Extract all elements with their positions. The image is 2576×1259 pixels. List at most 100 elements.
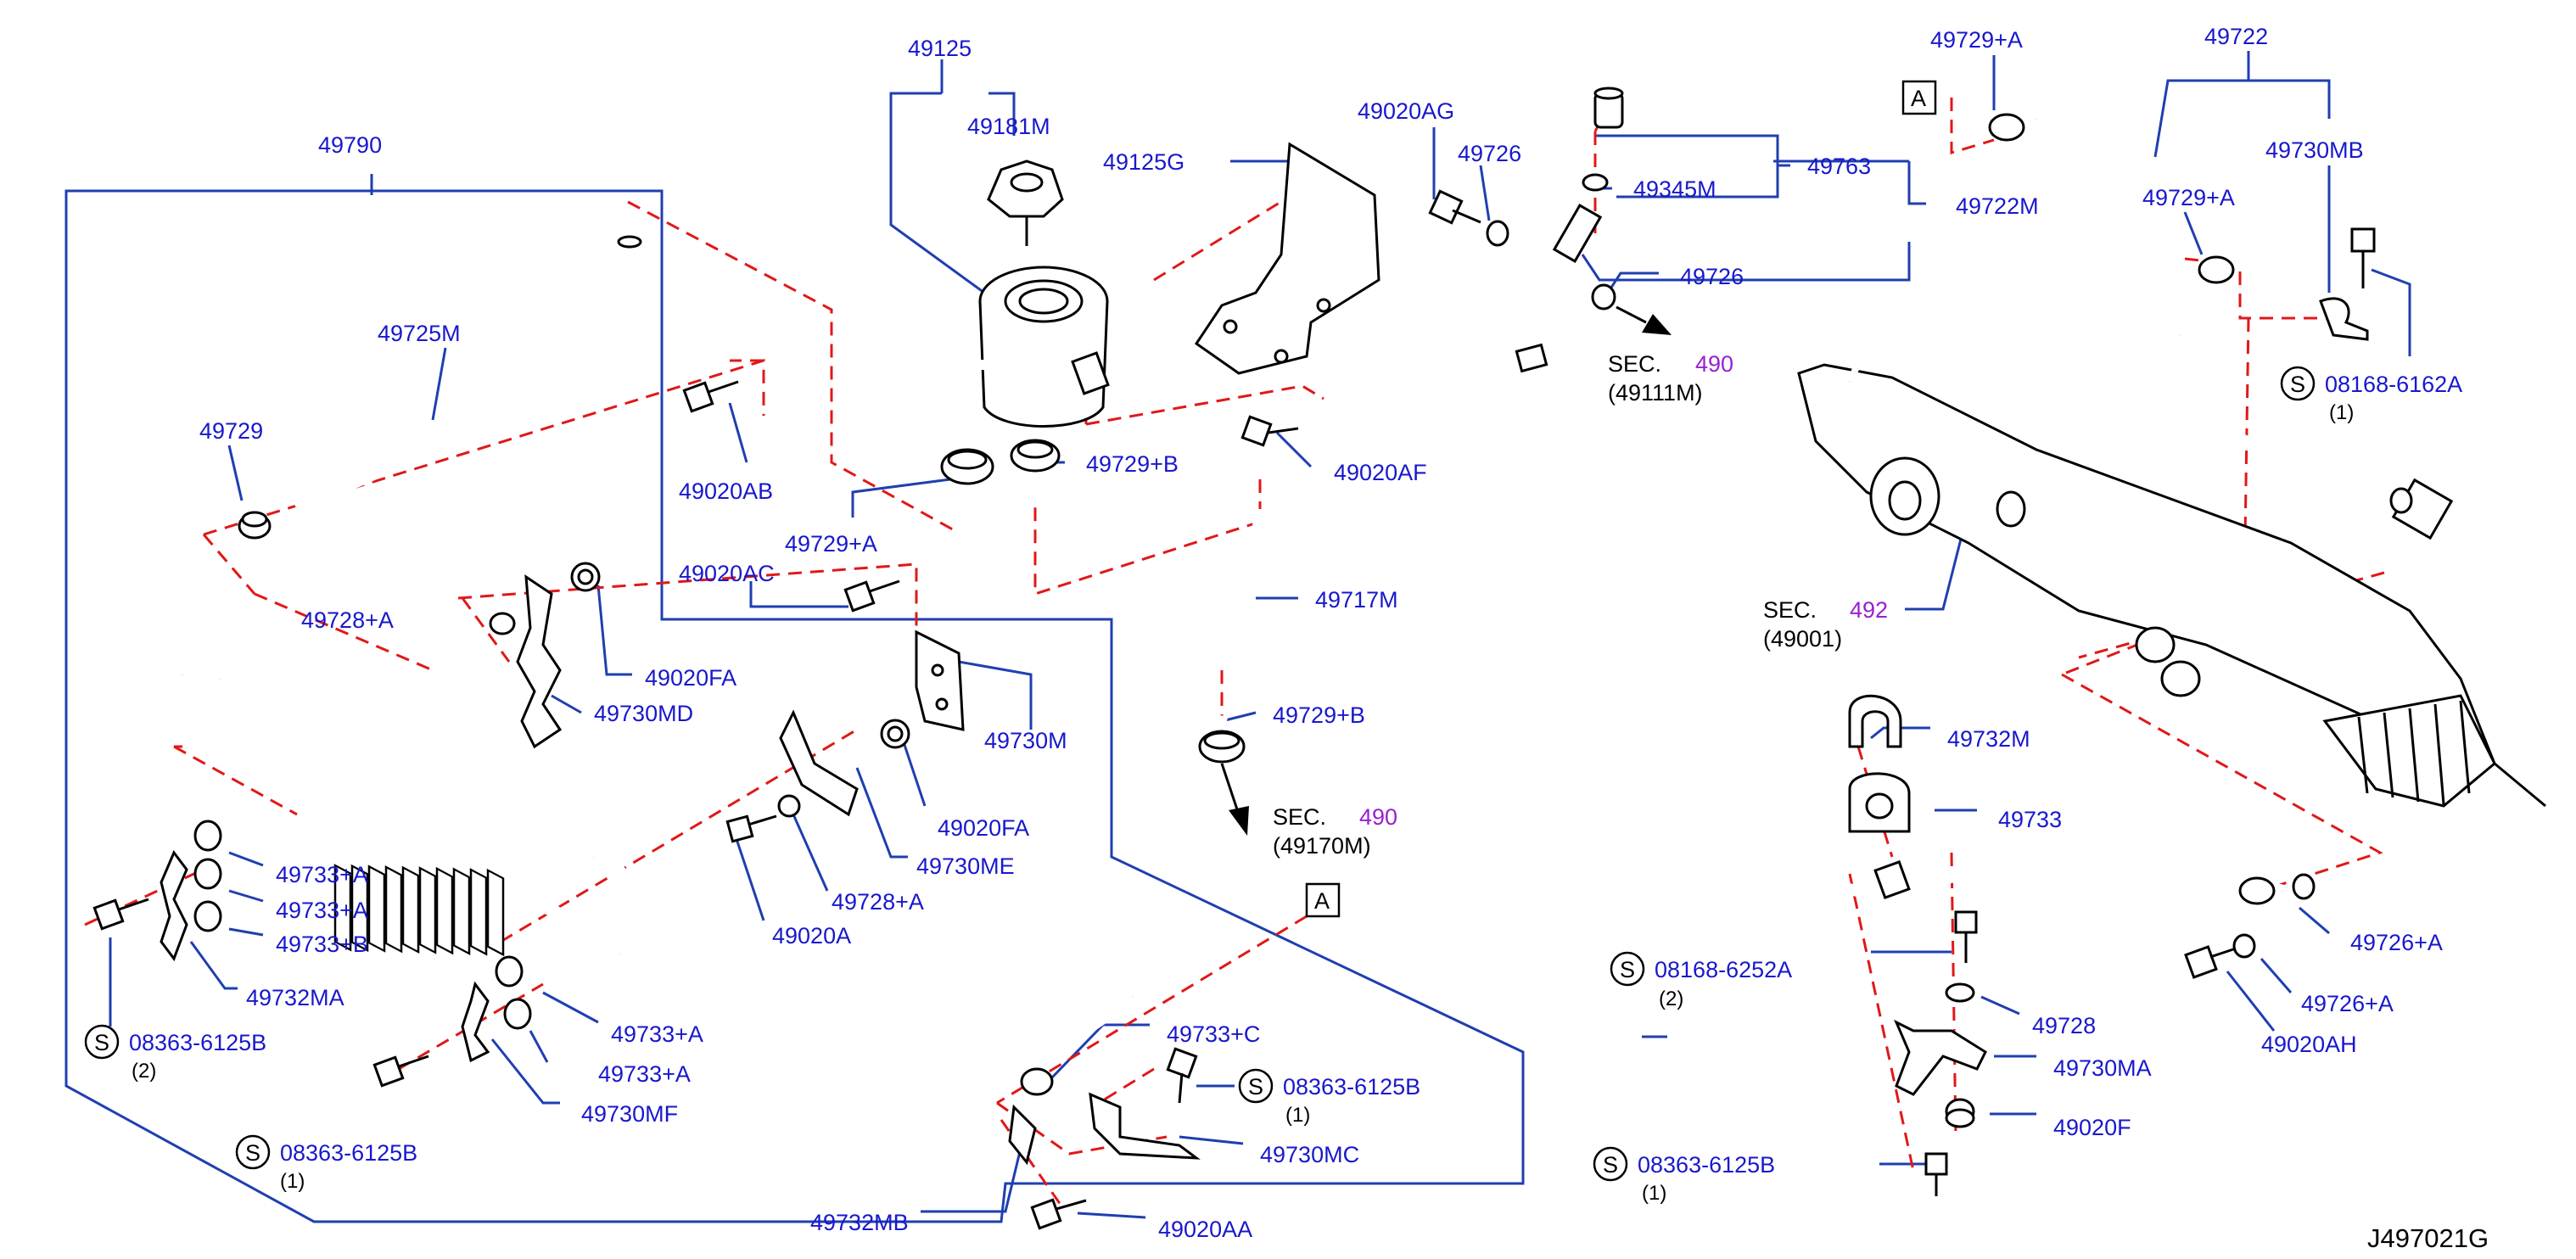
label-49125: 49125 [908, 36, 972, 61]
label-49020f: 49020F [2053, 1115, 2131, 1140]
label-49729a-right: 49729+A [2142, 185, 2235, 210]
label-49722: 49722 [2204, 24, 2268, 49]
svg-text:S: S [1620, 957, 1635, 982]
label-49020a: 49020A [772, 923, 851, 948]
label-49733b: 49733+B [276, 932, 368, 957]
label-49726a-2: 49726+A [2301, 991, 2394, 1016]
svg-text:S: S [1603, 1152, 1618, 1178]
label-49722m: 49722M [1956, 193, 2039, 219]
svg-text:490: 490 [1695, 351, 1733, 377]
leader-lines [64, 51, 2411, 1223]
label-49726-b: 49726 [1680, 264, 1744, 289]
label-49763: 49763 [1807, 154, 1871, 179]
ref-a-centre: A [1305, 882, 1341, 918]
section-references: SEC. 490 (49111M) SEC. 492 (49001) SEC. … [1273, 351, 1888, 859]
label-49733a-2: 49733+A [276, 898, 368, 923]
std-part-6: S 08363-6125B (1) [1593, 1146, 1775, 1205]
svg-text:A: A [1314, 888, 1330, 914]
label-49730m: 49730M [984, 728, 1067, 753]
svg-text:08168-6252A: 08168-6252A [1655, 957, 1792, 982]
parts-artwork [92, 76, 2546, 1230]
svg-text:(49001): (49001) [1763, 626, 1842, 652]
label-49730mc: 49730MC [1260, 1142, 1359, 1167]
svg-text:(1): (1) [280, 1170, 305, 1193]
label-49733a-4: 49733+A [598, 1061, 691, 1087]
label-49733: 49733 [1998, 807, 2062, 832]
diagram-code: J497021G [2367, 1223, 2489, 1253]
label-49730me: 49730ME [916, 853, 1015, 879]
svg-text:S: S [2290, 372, 2305, 397]
svg-text:08363-6125B: 08363-6125B [129, 1030, 266, 1055]
cooler-fins [333, 864, 505, 957]
label-49733a-1: 49733+A [276, 862, 368, 887]
section-ref-492: SEC. 492 (49001) [1763, 597, 1888, 652]
part-labels: 49125 49181M 49790 49125G 49020AG 49726 … [199, 24, 2443, 1242]
svg-text:A: A [1911, 86, 1926, 111]
label-49020fa-1: 49020FA [645, 665, 736, 691]
connection-refs: A A [1305, 80, 1937, 918]
std-part-4: S 08363-6125B (1) [235, 1134, 417, 1193]
svg-text:(2): (2) [132, 1060, 156, 1083]
svg-text:490: 490 [1359, 804, 1397, 830]
label-49020ab: 49020AB [679, 478, 773, 504]
label-49730ma: 49730MA [2053, 1055, 2152, 1081]
svg-text:(1): (1) [2329, 401, 2354, 424]
label-49125g: 49125G [1103, 149, 1184, 175]
label-49733c: 49733+C [1167, 1021, 1260, 1047]
std-part-3: S 08363-6125B (2) [84, 1024, 266, 1083]
label-49730mb: 49730MB [2265, 137, 2364, 163]
label-49729b-2: 49729+B [1273, 702, 1365, 728]
label-49728a-left: 49728+A [301, 607, 394, 633]
boot-ribs [2357, 700, 2471, 805]
svg-text:(49170M): (49170M) [1273, 833, 1371, 859]
svg-text:S: S [245, 1140, 260, 1166]
label-49345m: 49345M [1633, 176, 1716, 202]
label-49020af: 49020AF [1334, 460, 1427, 485]
svg-text:SEC.: SEC. [1273, 804, 1326, 830]
svg-text:08363-6125B: 08363-6125B [1283, 1074, 1420, 1100]
label-49726a-1: 49726+A [2350, 930, 2443, 955]
label-49729: 49729 [199, 418, 263, 444]
label-49730md: 49730MD [594, 701, 693, 726]
label-49732ma: 49732MA [246, 985, 344, 1010]
ref-a-top: A [1901, 80, 1937, 115]
label-49020ag: 49020AG [1358, 98, 1454, 124]
label-49020fa-2: 49020FA [938, 815, 1029, 841]
label-49733a-3: 49733+A [611, 1021, 703, 1047]
svg-text:08168-6162A: 08168-6162A [2325, 372, 2462, 397]
svg-text:S: S [94, 1030, 109, 1055]
label-49726-a: 49726 [1458, 141, 1521, 166]
std-part-5: S 08363-6125B (1) [1238, 1068, 1420, 1127]
section-ref-490-upper: SEC. 490 (49111M) [1608, 351, 1733, 406]
svg-text:S: S [1248, 1074, 1263, 1100]
label-49725m: 49725M [378, 321, 461, 346]
standard-parts: S 08168-6162A (1) S 08168-6252A (2) S 08… [84, 366, 2462, 1205]
svg-text:(1): (1) [1285, 1104, 1310, 1127]
svg-text:08363-6125B: 08363-6125B [280, 1140, 417, 1166]
svg-text:08363-6125B: 08363-6125B [1638, 1152, 1775, 1178]
label-49728a-centre: 49728+A [832, 889, 924, 915]
label-49717m: 49717M [1315, 587, 1398, 613]
label-49020ah: 49020AH [2261, 1032, 2357, 1057]
svg-text:(49111M): (49111M) [1608, 380, 1703, 406]
svg-text:SEC.: SEC. [1608, 351, 1661, 377]
label-49020ac: 49020AC [679, 561, 775, 586]
svg-text:(1): (1) [1642, 1182, 1666, 1205]
label-49729a-top: 49729+A [1930, 27, 2023, 53]
label-49020aa: 49020AA [1158, 1217, 1252, 1242]
std-part-1: S 08168-6162A (1) [2280, 366, 2462, 424]
label-49728: 49728 [2032, 1013, 2096, 1038]
svg-text:SEC.: SEC. [1763, 597, 1817, 623]
std-part-2: S 08168-6252A (2) [1610, 951, 1792, 1010]
label-49790: 49790 [318, 132, 382, 158]
section-ref-490-lower: SEC. 490 (49170M) [1273, 804, 1397, 859]
label-49732mb: 49732MB [810, 1210, 909, 1235]
svg-text:492: 492 [1850, 597, 1888, 623]
svg-text:(2): (2) [1659, 988, 1683, 1010]
label-49729a-centre: 49729+A [785, 531, 877, 557]
label-49181m: 49181M [967, 114, 1050, 139]
label-49732m: 49732M [1947, 726, 2030, 752]
label-49730mf: 49730MF [581, 1101, 678, 1127]
label-49729b-1: 49729+B [1086, 451, 1179, 477]
